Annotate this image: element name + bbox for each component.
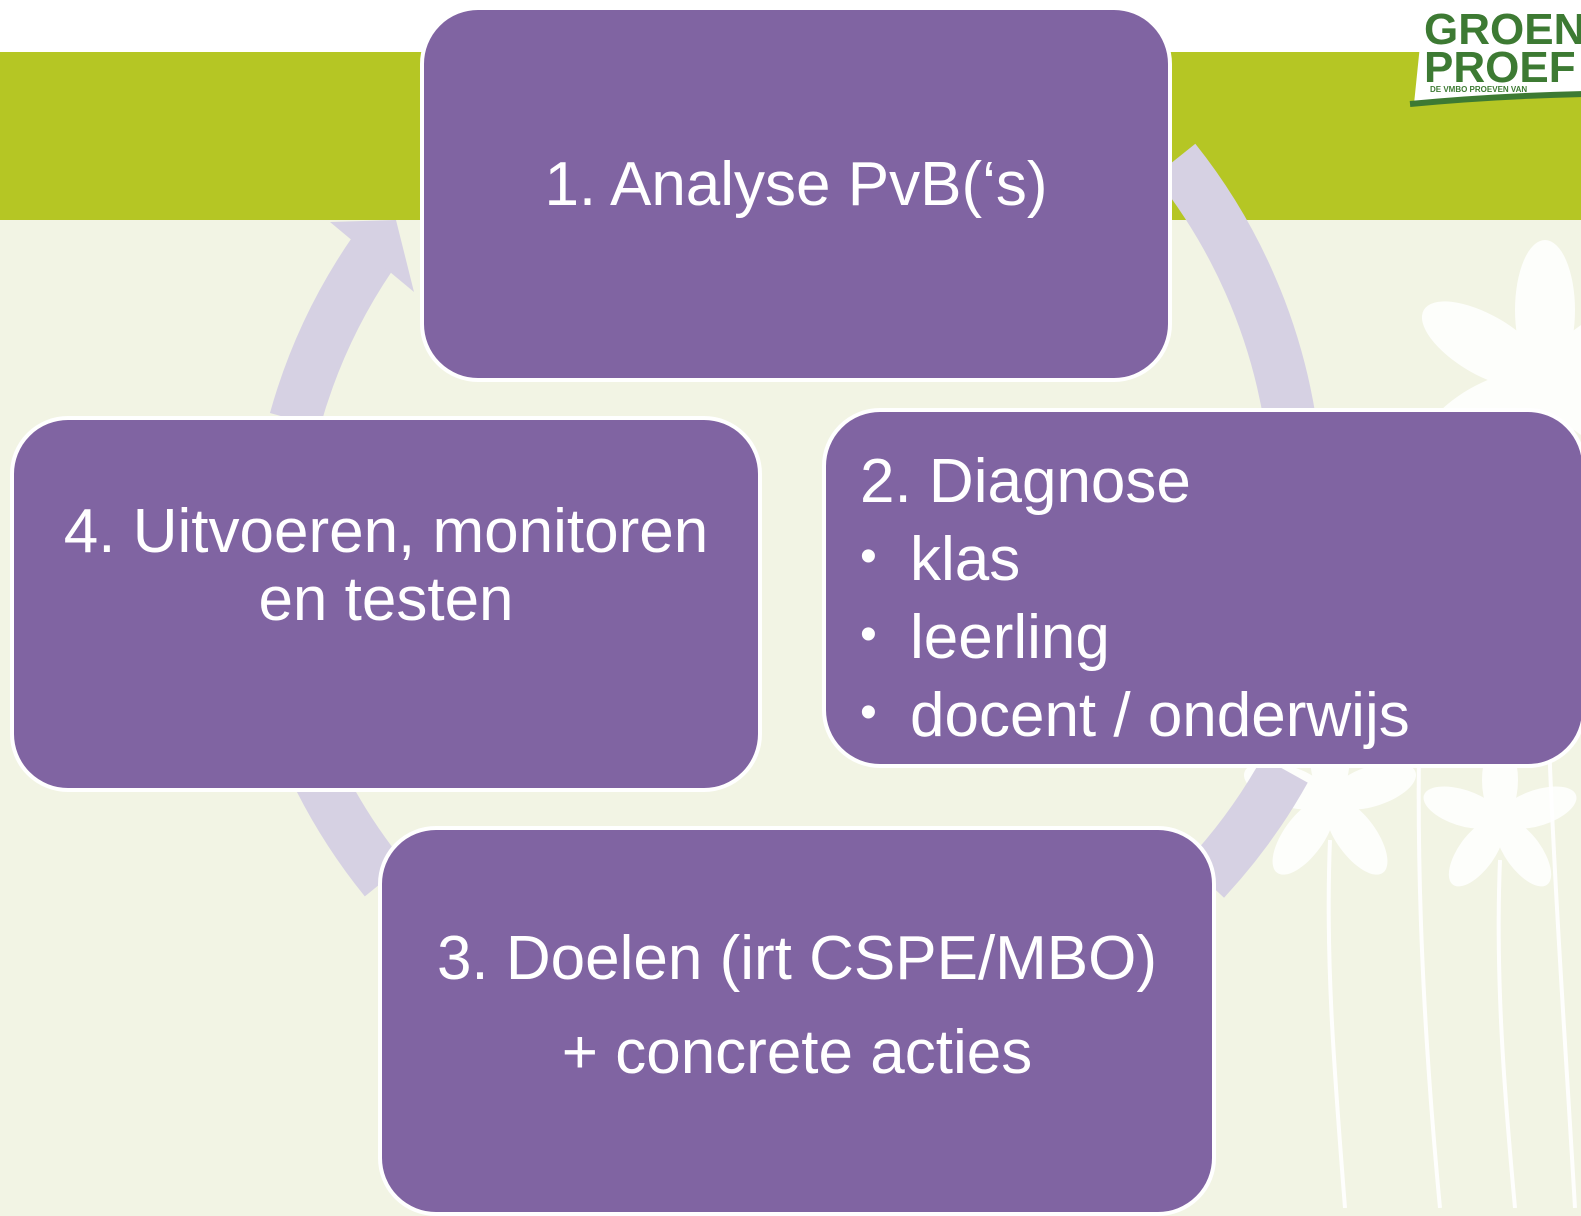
bullet-item: • leerling bbox=[860, 603, 1581, 682]
bullet-item: • klas bbox=[860, 525, 1581, 604]
step-4-text: 4. Uitvoeren, monitoren en testen bbox=[64, 498, 708, 634]
cycle-arrowhead bbox=[330, 220, 414, 292]
step-3-line-2: + concrete acties bbox=[561, 1018, 1033, 1087]
step-4-uitvoeren-box: 4. Uitvoeren, monitoren en testen bbox=[10, 416, 762, 792]
step-1-analyse-box: 1. Analyse PvB(‘s) bbox=[420, 6, 1172, 382]
step-1-label: 1. Analyse PvB(‘s) bbox=[544, 149, 1048, 219]
svg-text:GROEN: GROEN bbox=[1424, 5, 1581, 54]
step-2-title: 2. Diagnose bbox=[860, 447, 1191, 516]
step-4-line-2: en testen bbox=[258, 565, 514, 634]
bullet-text: leerling bbox=[910, 603, 1110, 673]
bullet-dot-icon: • bbox=[860, 530, 877, 584]
bullet-dot-icon: • bbox=[860, 608, 877, 662]
step-3-line-1: 3. Doelen (irt CSPE/MBO) bbox=[436, 924, 1158, 993]
step-2-diagnose-box: 2. Diagnose • klas • leerling • docent / on… bbox=[822, 408, 1581, 768]
bullet-text: docent / onderwijs bbox=[910, 681, 1410, 751]
step-3-doelen-box: 3. Doelen (irt CSPE/MBO) + concrete acti… bbox=[378, 826, 1216, 1216]
diagnose-bullet-list: • klas • leerling • docent / onderwijs bbox=[860, 525, 1581, 760]
svg-text:PROEF: PROEF bbox=[1424, 43, 1576, 92]
bullet-item: • docent / onderwijs bbox=[860, 681, 1581, 760]
svg-text:DE VMBO PROEVEN VAN: DE VMBO PROEVEN VAN bbox=[1430, 85, 1527, 94]
groen-proef-logo: GROEN PROEF DE VMBO PROEVEN VAN bbox=[1404, 0, 1581, 112]
step-3-text: 3. Doelen (irt CSPE/MBO) + concrete acti… bbox=[437, 912, 1157, 1100]
bullet-text: klas bbox=[910, 525, 1021, 595]
step-4-line-1: 4. Uitvoeren, monitoren bbox=[63, 497, 709, 566]
bullet-dot-icon: • bbox=[860, 686, 877, 740]
